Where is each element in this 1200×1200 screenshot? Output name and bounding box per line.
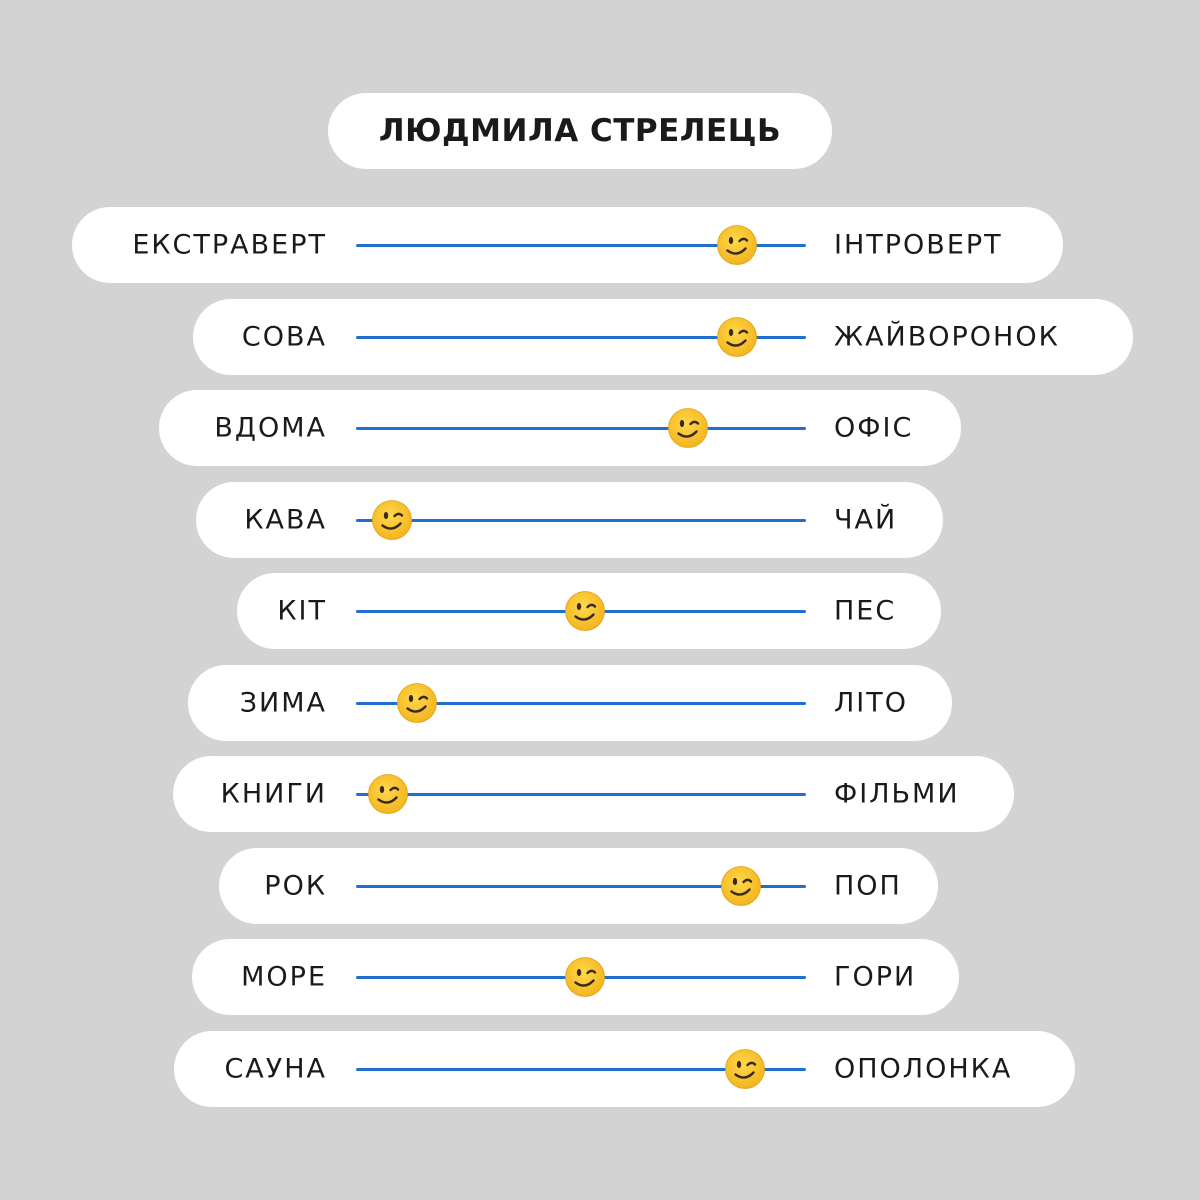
left-option-label: КНИГИ xyxy=(220,778,327,810)
right-option-label: ПЕС xyxy=(834,595,897,627)
right-option-label: ЧАЙ xyxy=(834,504,898,536)
slider-track xyxy=(356,1067,806,1071)
slider-track xyxy=(356,243,806,247)
right-option-label: ІНТРОВЕРТ xyxy=(834,229,1003,261)
preference-row: СОВА ЖАЙВОРОНОК xyxy=(193,299,1133,375)
right-option-label: ОФІС xyxy=(834,412,914,444)
page-title: ЛЮДМИЛА СТРЕЛЕЦЬ xyxy=(378,113,782,149)
preference-row: КАВА ЧАЙ xyxy=(196,482,943,558)
preference-row: КІТ ПЕС xyxy=(237,573,941,649)
left-option-label: КІТ xyxy=(277,595,327,627)
preference-row: ЕКСТРАВЕРТ ІНТРОВЕРТ xyxy=(72,207,1063,283)
preference-row: ВДОМА ОФІС xyxy=(159,390,961,466)
slider-track xyxy=(356,792,806,796)
winking-face-icon xyxy=(367,773,409,815)
left-option-label: КАВА xyxy=(244,504,327,536)
preference-row: МОРЕ ГОРИ xyxy=(192,939,959,1015)
slider-track xyxy=(356,335,806,339)
winking-face-icon xyxy=(564,956,606,998)
right-option-label: ФІЛЬМИ xyxy=(834,778,960,810)
winking-face-icon xyxy=(371,499,413,541)
preference-row: ЗИМА ЛІТО xyxy=(188,665,952,741)
left-option-label: ВДОМА xyxy=(214,412,327,444)
winking-face-icon xyxy=(720,865,762,907)
winking-face-icon xyxy=(396,682,438,724)
slider-track xyxy=(356,518,806,522)
title-pill: ЛЮДМИЛА СТРЕЛЕЦЬ xyxy=(328,93,832,169)
right-option-label: ЛІТО xyxy=(834,687,909,719)
slider-track xyxy=(356,701,806,705)
winking-face-icon xyxy=(716,316,758,358)
right-option-label: ОПОЛОНКА xyxy=(834,1053,1013,1085)
preference-row: САУНА ОПОЛОНКА xyxy=(174,1031,1075,1107)
left-option-label: САУНА xyxy=(224,1053,327,1085)
left-option-label: РОК xyxy=(264,870,327,902)
preference-row: РОК ПОП xyxy=(219,848,938,924)
slider-track xyxy=(356,884,806,888)
right-option-label: ПОП xyxy=(834,870,902,902)
preference-row: КНИГИ ФІЛЬМИ xyxy=(173,756,1014,832)
left-option-label: МОРЕ xyxy=(241,961,327,993)
left-option-label: ЕКСТРАВЕРТ xyxy=(132,229,327,261)
left-option-label: СОВА xyxy=(241,321,327,353)
right-option-label: ЖАЙВОРОНОК xyxy=(834,321,1060,353)
right-option-label: ГОРИ xyxy=(834,961,917,993)
left-option-label: ЗИМА xyxy=(239,687,327,719)
winking-face-icon xyxy=(564,590,606,632)
winking-face-icon xyxy=(667,407,709,449)
slider-track xyxy=(356,426,806,430)
winking-face-icon xyxy=(716,224,758,266)
winking-face-icon xyxy=(724,1048,766,1090)
